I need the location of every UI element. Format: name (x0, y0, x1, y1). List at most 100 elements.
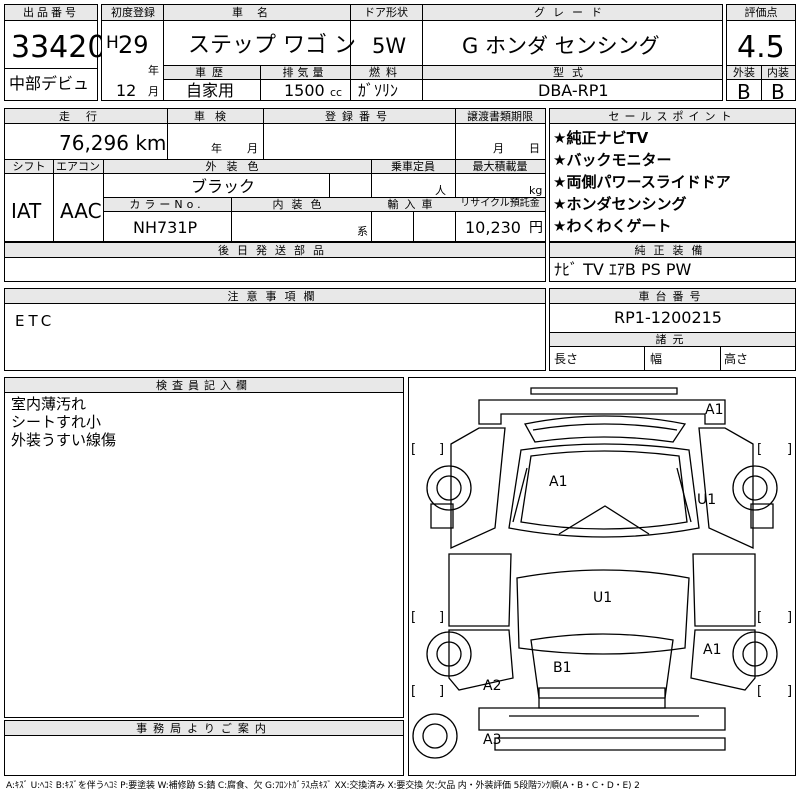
recycle-fee: 10,230 (465, 218, 521, 237)
detail-labels-3 (104, 198, 545, 212)
ext-color: ブラック (191, 177, 256, 196)
rear-window-outline (530, 633, 674, 699)
debut-label: 中部デビュ (9, 74, 90, 93)
load-unit: kg (529, 184, 543, 197)
insp-year-unit: 年 (211, 142, 222, 155)
bracket-mark: [ (411, 684, 416, 699)
score-v-divider (761, 65, 762, 100)
sales-points-box: セールスポイント ★純正ナビTV ★バックモニター ★両側パワースライドドア ★… (549, 108, 796, 242)
sales-point: ★両側パワースライドドア (553, 173, 731, 191)
chassis-title: 車台番号 (638, 290, 707, 303)
v-divider (163, 5, 164, 100)
reg-year: 29 (118, 31, 149, 59)
v-divider (350, 65, 351, 100)
v-divider (455, 109, 456, 159)
bracket-mark: ] (787, 442, 792, 457)
chassis-title-cell: 車台番号 (550, 289, 795, 304)
damage-mark: A3 (483, 732, 501, 748)
width-label: 幅 (650, 352, 663, 366)
right-mirror-outline (750, 503, 774, 529)
left-body-outline (450, 427, 506, 550)
v-divider (350, 5, 351, 65)
front-right-wheel-inner (742, 475, 768, 501)
notes-title-cell: 注意事項欄 (5, 289, 545, 304)
recycle-label: リサイクル預託金 (460, 198, 540, 209)
length-label: 長さ (554, 352, 579, 366)
lot-number: 33420 (11, 30, 107, 65)
bracket-mark: [ (411, 442, 416, 457)
sales-title: セールスポイント (608, 110, 737, 123)
inspection-label: 車検 (194, 110, 236, 123)
reg-month: 12 (116, 81, 137, 100)
ac-label: エアコン (56, 160, 100, 173)
vehicle-header-labels (102, 5, 722, 21)
v-divider (422, 5, 423, 65)
insp-month-unit: 月 (247, 142, 258, 155)
spec-v-divider (720, 346, 721, 370)
damage-mark: A1 (705, 402, 723, 418)
history-label: 車歴 (195, 66, 229, 79)
equipment-title-cell: 純正装備 (550, 243, 795, 258)
inspector-line: 室内薄汚れ (11, 395, 87, 413)
windshield-outline (524, 415, 687, 443)
later-parts-box: 後日発送部品 (4, 242, 546, 282)
damage-mark: U1 (593, 590, 612, 606)
inspector-box: 検査員記入欄 室内薄汚れ シートすれ小 外装うすい線傷 (4, 377, 404, 718)
legend-text: A:ｷｽﾞ U:ﾍｺﾐ B:ｷｽﾞを伴うﾍｺﾐ P:要塗装 W:補修跡 S:錆 … (6, 781, 640, 791)
car-body-diagram: A1 A1 U1 U1 A1 B1 A2 A3 [ ] [ ] [ ] [ ] … (411, 387, 792, 759)
model-label: 型式 (553, 66, 591, 79)
bracket-mark: [ (757, 610, 762, 625)
right-body-outline (698, 427, 754, 550)
capacity-unit: 人 (435, 184, 446, 197)
transfer-day-unit: 日 (529, 142, 540, 155)
rear-cabin-crease (558, 505, 650, 535)
history: 自家用 (186, 81, 235, 100)
car-name: ステップ ワゴ ン (188, 33, 356, 58)
displacement-unit: cc (330, 86, 343, 99)
chassis-divider (550, 332, 795, 333)
vehicle-header-box: 初度登録 車名 ドア形状 グレード H 29 年 ステップ ワゴ ン 5W G … (101, 4, 723, 101)
v-divider (422, 65, 423, 100)
inspector-title-cell: 検査員記入欄 (5, 378, 403, 393)
bracket-mark: ] (787, 610, 792, 625)
bracket-mark: ] (439, 684, 444, 699)
sales-point: ★ホンダセンシング (553, 195, 687, 213)
right-door-front (692, 553, 756, 627)
notes-title: 注意事項欄 (227, 290, 323, 303)
damage-mark: A2 (483, 678, 501, 694)
door-label: ドア形状 (364, 6, 408, 19)
rear-bumper-outline (478, 707, 726, 731)
lot-divider (5, 68, 97, 69)
damage-mark: A1 (549, 474, 567, 490)
v-divider (231, 197, 232, 243)
vehicle-sub-labels (164, 66, 722, 80)
damage-diagram-box: A1 A1 U1 U1 A1 B1 A2 A3 [ ] [ ] [ ] [ ] … (408, 377, 796, 776)
roof-rail-left (512, 467, 528, 523)
sales-point: ★わくわくゲート (553, 217, 672, 235)
spec-v-divider (644, 346, 645, 370)
shift: IAT (11, 199, 42, 223)
inspector-line: シートすれ小 (11, 413, 102, 431)
vehicle-detail-box: 走行 車検 登録番号 譲渡書類期限 76,296 km 年 月 月 日 シフト … (4, 108, 546, 243)
v-divider (413, 211, 414, 243)
v-divider (167, 109, 168, 159)
equipment-value: ﾅﾋﾞ TV ｴｱB PS PW (554, 260, 692, 279)
int-color-label: 内装色 (272, 198, 330, 211)
rear-body-outline (516, 569, 690, 655)
ext-grade: B (737, 80, 751, 104)
detail-labels-2 (5, 160, 545, 174)
equipment-box: 純正装備 ﾅﾋﾞ TV ｴｱB PS PW (549, 242, 796, 282)
v-divider (263, 109, 264, 159)
score-label-cell: 評価点 (727, 5, 795, 21)
v-divider (103, 159, 104, 243)
hood-frame (478, 399, 726, 425)
car-name-label: 車名 (232, 6, 282, 19)
bracket-mark: ] (439, 442, 444, 457)
v-divider (53, 159, 54, 243)
int-grade: B (771, 80, 785, 104)
spec-title-cell: 諸元 (550, 333, 795, 347)
sales-point: ★バックモニター (553, 151, 672, 169)
bracket-mark: ] (439, 610, 444, 625)
equipment-title: 純正装備 (634, 244, 711, 257)
later-parts-label-cell: 後日発送部品 (5, 243, 545, 258)
